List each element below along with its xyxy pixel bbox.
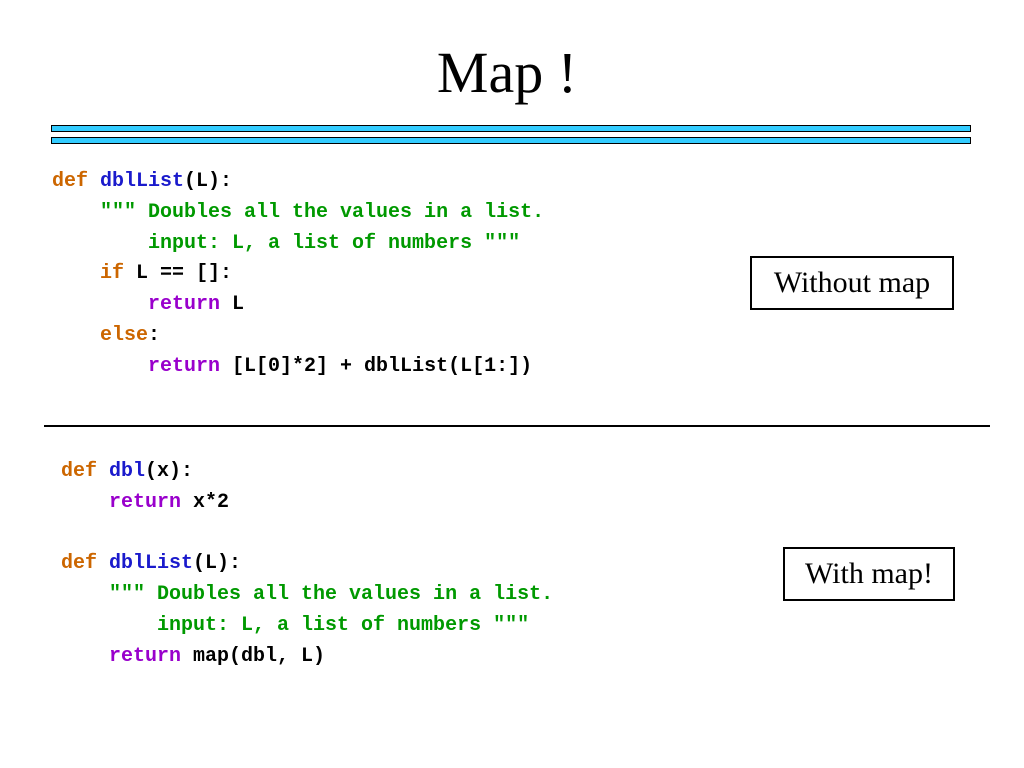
code-line: return map(dbl, L) bbox=[61, 642, 553, 673]
without-map-label: Without map bbox=[750, 256, 954, 310]
code-line: return x*2 bbox=[61, 488, 553, 519]
code-line: if L == []: bbox=[52, 259, 544, 290]
code-token: """ Doubles all the values in a list. bbox=[52, 200, 545, 224]
code-token bbox=[97, 552, 109, 575]
code-token: map(dbl, L) bbox=[181, 644, 326, 668]
code-token: dblList bbox=[109, 552, 194, 576]
code-token: return bbox=[148, 354, 221, 378]
code-token: def bbox=[52, 170, 89, 193]
code-block-without-map: def dblList(L): """ Doubles all the valu… bbox=[52, 167, 544, 383]
code-token: input: L, a list of numbers """ bbox=[61, 613, 530, 637]
code-token bbox=[97, 460, 109, 483]
code-token: L == []: bbox=[124, 262, 233, 286]
code-token bbox=[52, 262, 100, 285]
slide-title: Map ! bbox=[436, 40, 578, 105]
code-token: (L): bbox=[193, 552, 242, 576]
title-underline-bottom bbox=[51, 137, 971, 144]
code-token: (x): bbox=[145, 460, 194, 483]
code-token: input: L, a list of numbers """ bbox=[52, 231, 521, 255]
code-token bbox=[52, 355, 148, 378]
code-token: def bbox=[61, 552, 98, 576]
code-token: return bbox=[109, 644, 182, 668]
code-line: input: L, a list of numbers """ bbox=[52, 229, 544, 260]
code-token bbox=[52, 293, 148, 316]
code-line: input: L, a list of numbers """ bbox=[61, 611, 553, 642]
code-token: return bbox=[109, 490, 182, 514]
section-divider bbox=[44, 425, 990, 427]
title-underline-top bbox=[51, 125, 971, 132]
code-token bbox=[52, 324, 100, 347]
code-line: def dblList(L): bbox=[61, 549, 553, 580]
code-token: def bbox=[61, 460, 98, 483]
code-line: def dbl(x): bbox=[61, 457, 553, 488]
code-line: else: bbox=[52, 321, 544, 352]
code-token: : bbox=[148, 323, 161, 347]
code-token: return bbox=[148, 293, 221, 317]
code-line bbox=[61, 519, 553, 550]
code-token bbox=[61, 491, 109, 514]
code-line: """ Doubles all the values in a list. bbox=[52, 198, 544, 229]
code-token: if bbox=[100, 262, 125, 286]
code-line: def dblList(L): bbox=[52, 167, 544, 198]
code-token: L bbox=[220, 293, 245, 317]
with-map-label: With map! bbox=[783, 547, 955, 601]
code-token: x*2 bbox=[181, 490, 230, 514]
code-line: """ Doubles all the values in a list. bbox=[61, 580, 553, 611]
code-token: dblList bbox=[100, 170, 185, 193]
code-token: """ Doubles all the values in a list. bbox=[61, 583, 554, 607]
code-token bbox=[88, 170, 100, 193]
code-token: dbl bbox=[109, 460, 146, 483]
code-token: [L[0]*2] + dblList(L[1:]) bbox=[220, 354, 533, 378]
code-token: (L): bbox=[184, 170, 233, 193]
code-token: else bbox=[100, 323, 149, 347]
code-block-with-map: def dbl(x): return x*2 def dblList(L): "… bbox=[61, 457, 553, 673]
code-line: return L bbox=[52, 290, 544, 321]
code-line: return [L[0]*2] + dblList(L[1:]) bbox=[52, 352, 544, 383]
code-token bbox=[61, 645, 109, 668]
